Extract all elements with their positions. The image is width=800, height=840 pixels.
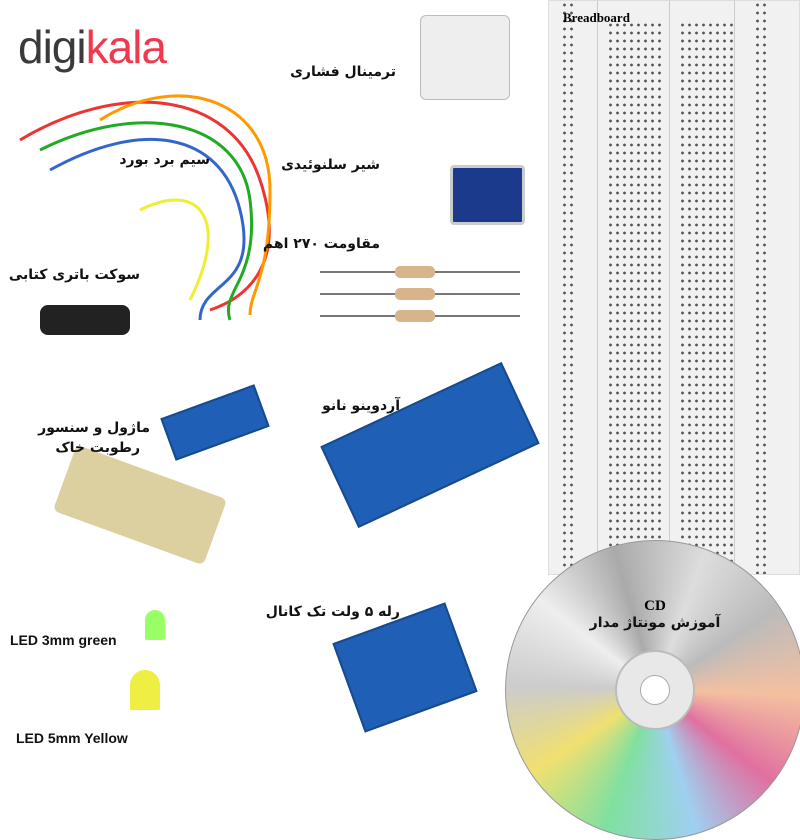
label-soil-sensor-2: رطوبت خاک	[55, 440, 140, 456]
resistors-image	[320, 266, 520, 322]
soil-sensor-probe-image	[52, 444, 228, 566]
label-arduino-nano: آردوینو نانو	[322, 398, 400, 414]
label-jumper-wires: سیم برد بورد	[119, 152, 210, 168]
arduino-nano-image	[320, 361, 540, 529]
push-terminal-image	[420, 15, 510, 100]
digikala-logo: digikala	[18, 21, 167, 73]
yellow-led-image	[130, 670, 160, 710]
breadboard-label: Breadboard	[563, 10, 630, 25]
label-solenoid: شیر سلنوئیدی	[281, 157, 380, 173]
label-battery-socket: سوکت باتری کتابی	[8, 267, 140, 283]
green-led-image	[145, 610, 165, 640]
label-relay: رله ۵ ولت تک کانال	[265, 604, 400, 620]
cd-subtitle: آموزش مونتاژ مدار	[589, 615, 721, 631]
label-soil-sensor-1: ماژول و سنسور	[38, 420, 150, 436]
label-resistor: مقاومت ۲۷۰ اهم	[262, 236, 380, 252]
label-led-yellow: LED 5mm Yellow	[16, 730, 128, 746]
cd-center	[640, 675, 670, 705]
battery-socket-image	[40, 305, 130, 335]
sensor-module-image	[160, 384, 270, 461]
label-led-green: LED 3mm green	[10, 632, 117, 648]
breadboard-image	[548, 0, 800, 575]
cd-label: CD آموزش مونتاژ مدار	[570, 598, 740, 631]
solenoid-valve-image	[450, 165, 525, 225]
cd-title: CD	[644, 598, 666, 614]
label-terminal: ترمینال فشاری	[290, 64, 396, 80]
jumper-wires-image	[19, 94, 272, 321]
relay-module-image	[332, 602, 478, 733]
